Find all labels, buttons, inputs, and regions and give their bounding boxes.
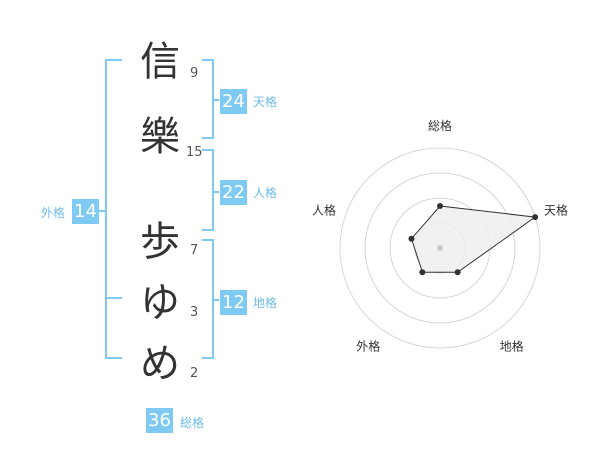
tenkaku-value-badge: 24 <box>220 89 247 114</box>
stroke-count-2: 15 <box>186 145 203 160</box>
jinkaku-value-badge: 22 <box>220 180 247 205</box>
gaikaku-value-badge: 14 <box>72 199 99 224</box>
radar-point-2 <box>454 269 461 276</box>
radar-center-marker <box>437 245 443 251</box>
stroke-count-3: 7 <box>190 243 199 258</box>
tenkaku-label: 天格 <box>253 95 278 109</box>
stroke-count-4: 3 <box>190 305 199 320</box>
radar-ring <box>364 172 516 324</box>
radar-axis-label-2: 地格 <box>500 339 524 354</box>
radar-axis-label-4: 人格 <box>312 202 336 217</box>
name-char-5: め <box>140 341 180 387</box>
soukaku-label: 総格 <box>180 416 205 430</box>
jinkaku-label: 人格 <box>253 186 278 200</box>
stroke-count-1: 9 <box>190 66 199 81</box>
chikaku-label: 地格 <box>253 296 278 310</box>
chikaku-value-badge: 12 <box>220 290 247 315</box>
radar-point-4 <box>408 235 415 242</box>
radar-ring <box>339 147 541 349</box>
name-char-4: ゆ <box>140 280 180 326</box>
name-char-1: 信 <box>140 39 180 85</box>
name-char-3: 歩 <box>140 219 180 265</box>
radar-point-0 <box>437 203 443 209</box>
stroke-count-5: 2 <box>190 366 199 381</box>
soukaku-value-badge: 36 <box>146 408 173 433</box>
name-char-2: 樂 <box>140 114 180 160</box>
radar-point-1 <box>532 214 539 221</box>
radar-point-3 <box>419 269 426 276</box>
gaikaku-label: 外格 <box>41 206 66 220</box>
radar-axis-label-3: 外格 <box>356 339 380 354</box>
radar-axis-label-0: 総格 <box>428 118 452 133</box>
radar-axis-label-1: 天格 <box>544 202 568 217</box>
radar-value-polygon <box>410 205 537 273</box>
